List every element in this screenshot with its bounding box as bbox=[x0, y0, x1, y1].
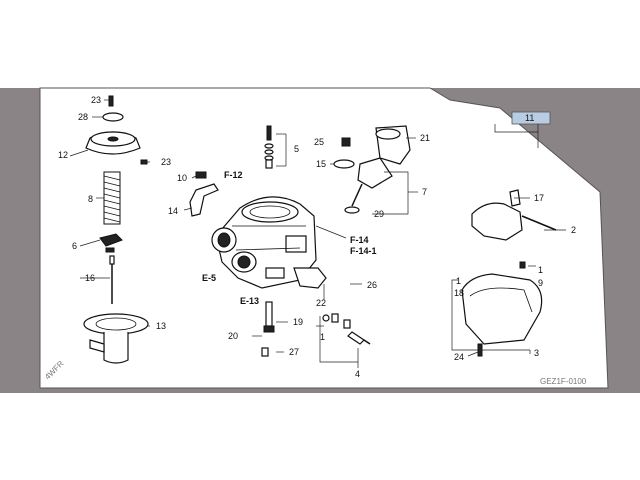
callout-11: 11 bbox=[525, 113, 534, 123]
callout-23-side: 23 bbox=[161, 157, 171, 167]
callout-1-bowl: 1 bbox=[456, 276, 461, 286]
ref-f14: F-14 bbox=[350, 235, 369, 245]
callout-2: 2 bbox=[571, 225, 576, 235]
callout-27: 27 bbox=[289, 347, 299, 357]
callout-25: 25 bbox=[314, 137, 324, 147]
diaphragm-piston bbox=[83, 313, 149, 364]
jet-group bbox=[261, 301, 371, 357]
ref-f14-1: F-14-1 bbox=[350, 246, 377, 256]
float-assembly bbox=[471, 189, 557, 241]
callout-1-center: 1 bbox=[320, 332, 325, 342]
ref-e5: E-5 bbox=[202, 273, 216, 283]
callout-5: 5 bbox=[294, 144, 299, 154]
auto-choke-group bbox=[333, 125, 411, 214]
callout-12: 12 bbox=[58, 150, 68, 160]
vacuum-spring bbox=[103, 171, 121, 225]
callout-22: 22 bbox=[316, 298, 326, 308]
callout-9: 9 bbox=[538, 278, 543, 288]
callout-28: 28 bbox=[78, 112, 88, 122]
watermark-bottom-right: GEZ1F-0100 bbox=[540, 377, 587, 386]
callout-26: 26 bbox=[367, 280, 377, 290]
callout-3: 3 bbox=[534, 348, 539, 358]
ref-e13: E-13 bbox=[240, 296, 259, 306]
needle-assembly bbox=[99, 233, 123, 304]
top-cap-assembly bbox=[85, 95, 148, 165]
callout-16: 16 bbox=[85, 273, 95, 283]
ref-f12: F-12 bbox=[224, 170, 243, 180]
callout-10: 10 bbox=[177, 173, 187, 183]
callout-4: 4 bbox=[355, 369, 360, 379]
callout-8: 8 bbox=[88, 194, 93, 204]
callout-1-right: 1 bbox=[538, 265, 543, 275]
callout-24: 24 bbox=[454, 352, 464, 362]
small-screws-center bbox=[195, 125, 274, 179]
callout-7: 7 bbox=[422, 187, 427, 197]
callout-19: 19 bbox=[293, 317, 303, 327]
callout-17: 17 bbox=[534, 193, 544, 203]
callout-18: 18 bbox=[454, 288, 464, 298]
float-bowl bbox=[461, 261, 543, 357]
callout-21: 21 bbox=[420, 133, 430, 143]
carburetor-body bbox=[211, 196, 317, 289]
choke-bracket bbox=[189, 183, 219, 217]
throttle-link bbox=[293, 267, 327, 289]
callout-29: 29 bbox=[374, 209, 384, 219]
callout-15: 15 bbox=[316, 159, 326, 169]
callout-14: 14 bbox=[168, 206, 178, 216]
callout-20: 20 bbox=[228, 331, 238, 341]
callout-13: 13 bbox=[156, 321, 166, 331]
highlight-box-11 bbox=[511, 111, 551, 125]
callout-23-top: 23 bbox=[91, 95, 101, 105]
callout-6: 6 bbox=[72, 241, 77, 251]
